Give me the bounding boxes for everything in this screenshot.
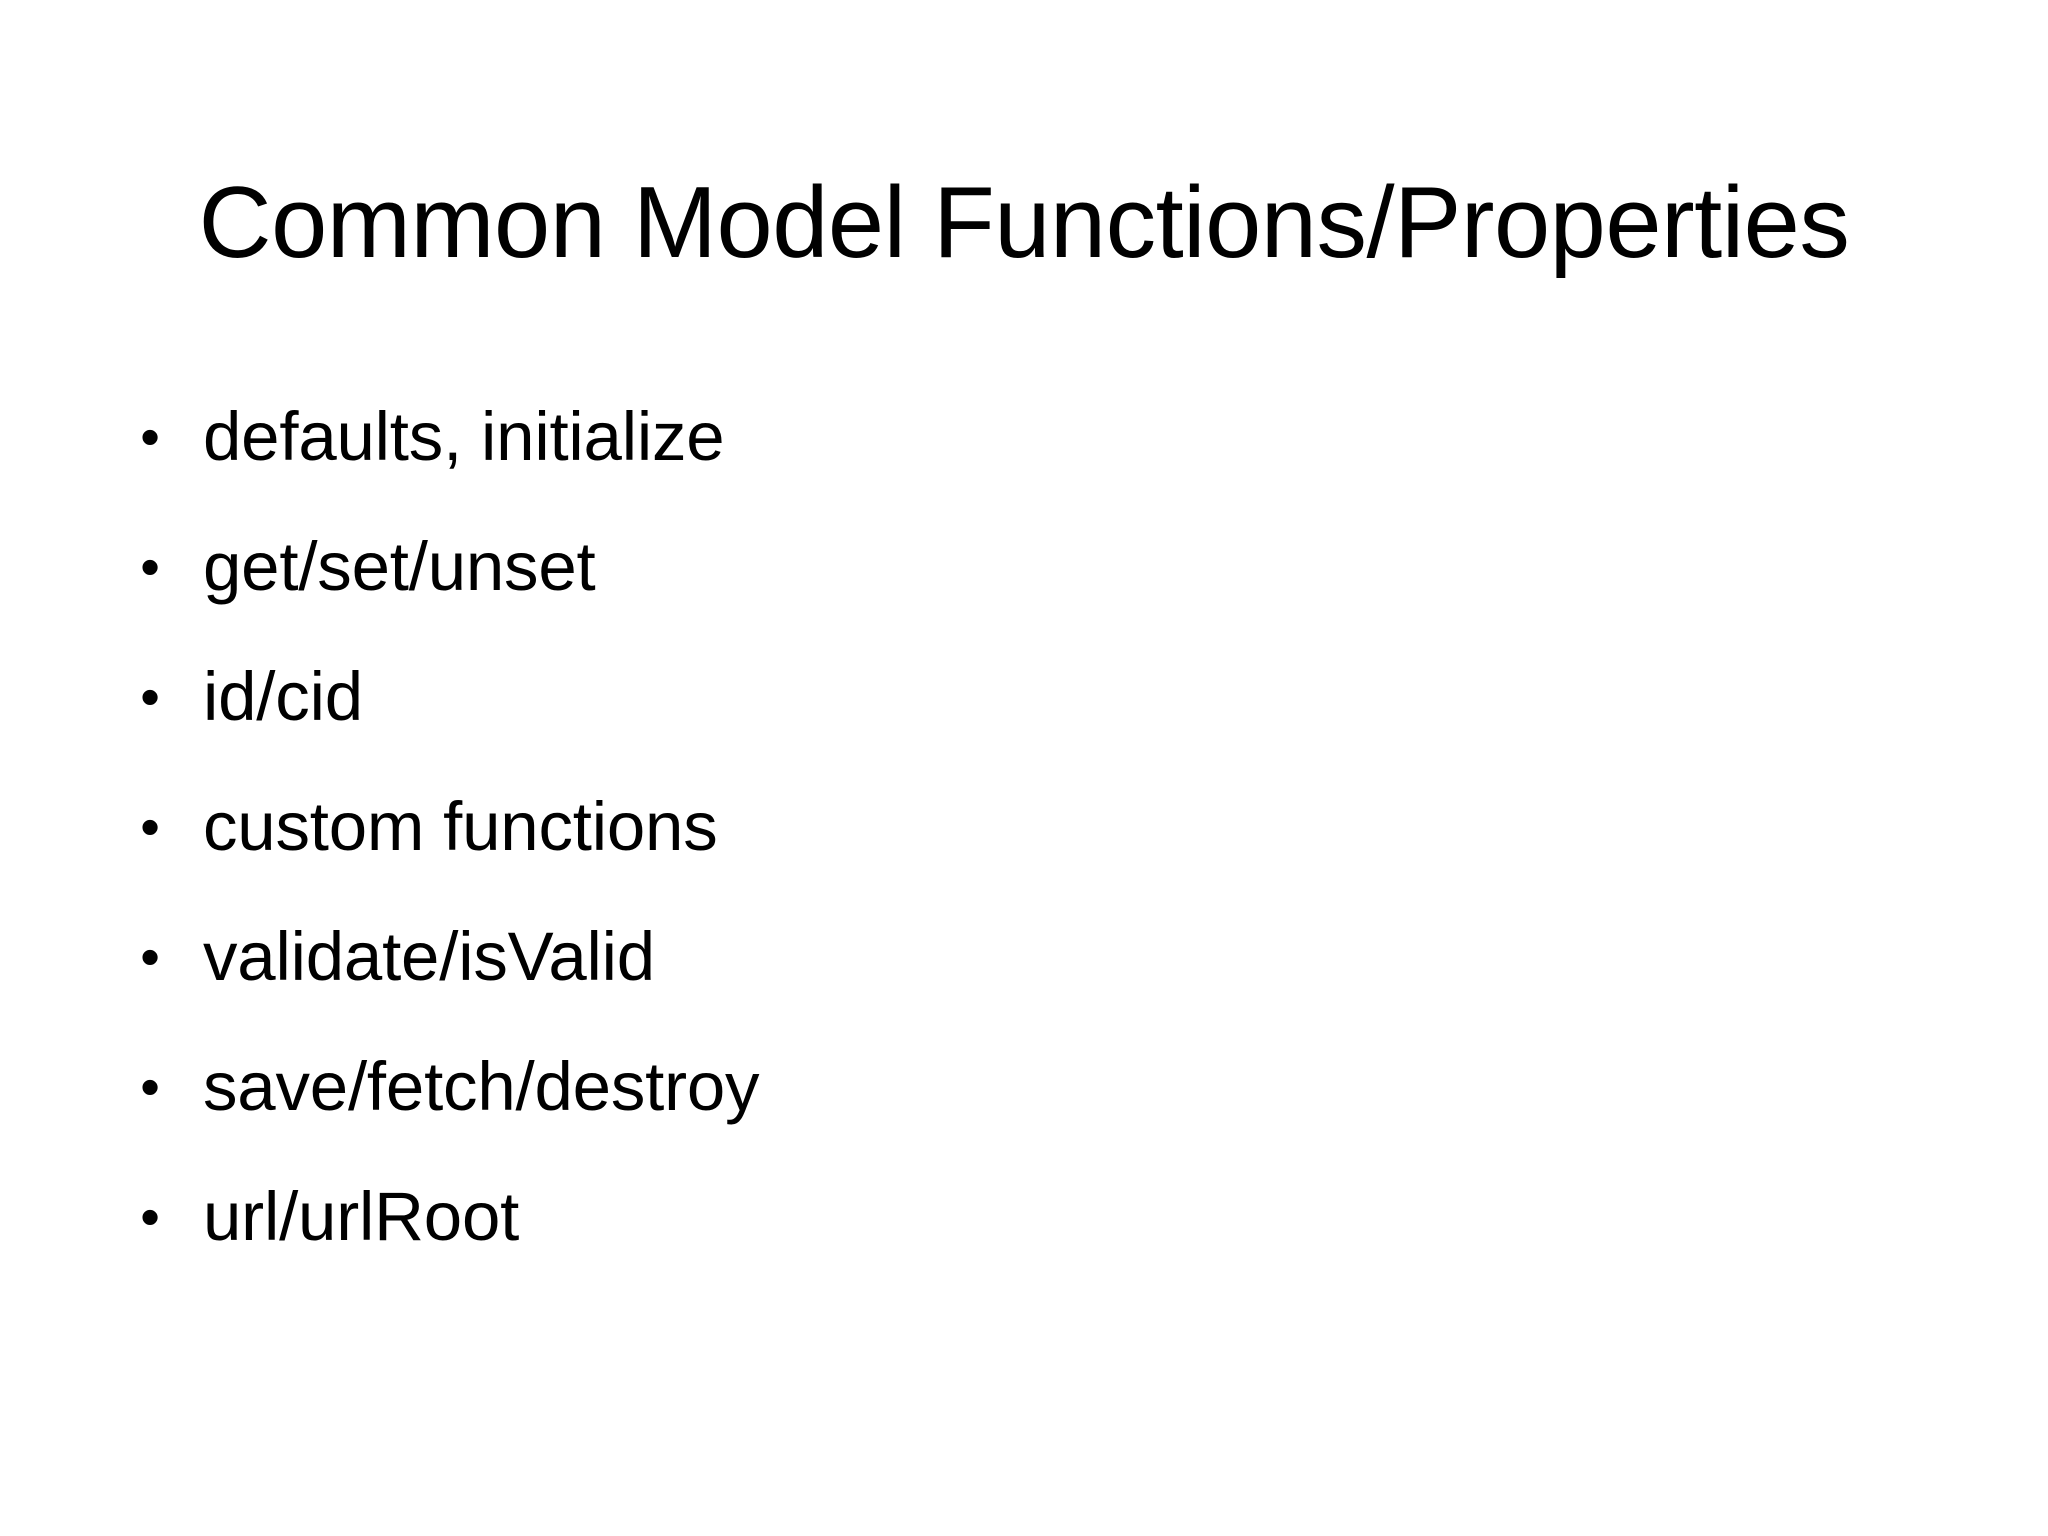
list-item: • validate/isValid	[120, 892, 1940, 1022]
page-title: Common Model Functions/Properties	[198, 166, 1850, 279]
list-item-label: custom functions	[203, 788, 718, 865]
list-item-label: url/urlRoot	[203, 1178, 520, 1255]
list-item: • id/cid	[120, 632, 1940, 762]
list-item-label: save/fetch/destroy	[203, 1048, 760, 1125]
list-item: • custom functions	[120, 762, 1940, 892]
list-item: • get/set/unset	[120, 502, 1940, 632]
bullet-dot-icon: •	[140, 1185, 160, 1248]
list-item-label: get/set/unset	[203, 528, 596, 605]
bullet-dot-icon: •	[140, 535, 160, 598]
bullet-dot-icon: •	[140, 665, 160, 728]
list-item-label: id/cid	[203, 658, 363, 735]
bullet-dot-icon: •	[140, 1055, 160, 1118]
bullet-dot-icon: •	[140, 405, 160, 468]
bullet-dot-icon: •	[140, 795, 160, 858]
list-item-label: defaults, initialize	[203, 398, 725, 475]
list-item: • defaults, initialize	[120, 372, 1940, 502]
bullet-dot-icon: •	[140, 925, 160, 988]
list-item-label: validate/isValid	[203, 918, 655, 995]
title-block: Common Model Functions/Properties	[0, 96, 2048, 350]
list-item: • url/urlRoot	[120, 1152, 1940, 1282]
bullet-list: • defaults, initialize • get/set/unset •…	[120, 372, 1940, 1282]
list-item: • save/fetch/destroy	[120, 1022, 1940, 1152]
